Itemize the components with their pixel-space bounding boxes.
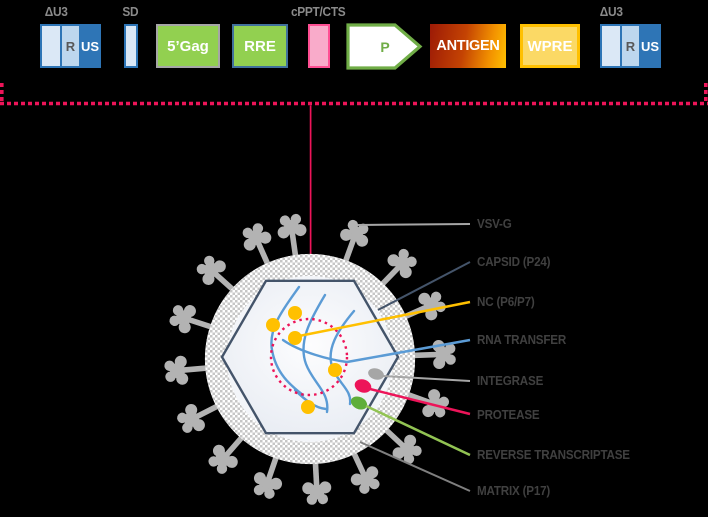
ltr3-u5-box: US — [639, 24, 661, 68]
nc-dot — [301, 400, 315, 414]
ltr3-du3-label: ΔU3 — [599, 5, 623, 19]
label-capsid-p24: CAPSID (P24) — [477, 255, 551, 269]
callout-line-vsv-g — [357, 223, 471, 226]
capsid-hexagon — [220, 279, 400, 435]
callout-line-integrase — [382, 375, 471, 382]
ltr5-du3-label: ΔU3 — [44, 5, 68, 19]
protease-shape — [354, 379, 372, 393]
callout-line-matrix — [359, 441, 471, 492]
wpre-box: WPRE — [520, 24, 580, 68]
rna-strand — [270, 285, 305, 397]
nc-dot — [288, 306, 302, 320]
reverse-transcriptase-shape — [350, 396, 368, 410]
ltr5-block: R US — [40, 24, 101, 68]
nc-dot — [328, 363, 342, 377]
antigen-box: ANTIGEN — [430, 24, 506, 68]
virion-envelope-ring — [205, 254, 415, 464]
rna-strand — [281, 338, 349, 364]
promoter-arrow: P — [346, 23, 423, 70]
label-rna-transfer: RNA TRANSFER — [477, 333, 567, 347]
rre-box: RRE — [232, 24, 288, 68]
label-integrase: INTEGRASE — [477, 374, 544, 388]
label-protease: PROTEASE — [477, 408, 540, 422]
label-nc-p6-p7: NC (P6/P7) — [477, 295, 535, 309]
ltr5-u5-box: US — [79, 24, 101, 68]
ltr3-block: R US — [600, 24, 661, 68]
label-matrix-p17: MATRIX (P17) — [477, 484, 551, 498]
rna-strand — [302, 293, 329, 414]
callout-line-nc — [293, 300, 471, 339]
nc-dot — [266, 318, 280, 332]
label-reverse-transcriptase: REVERSE TRANSCRIPTASE — [477, 448, 630, 462]
rna-transfer-dotted-circle — [269, 317, 349, 397]
callout-line-protease — [369, 387, 471, 416]
cppt-cts-label: cPPT/CTS — [290, 5, 346, 19]
integrase-shape — [368, 368, 384, 380]
callout-line-capsid — [377, 261, 471, 311]
label-vsv-g: VSV-G — [477, 217, 512, 231]
cppt-box — [308, 24, 330, 68]
promoter-arrow-shape — [346, 23, 423, 70]
sd-label: SD — [122, 5, 139, 19]
splice-donor-box — [124, 24, 138, 68]
promoter-label: P — [380, 39, 389, 55]
nc-proteins — [266, 306, 342, 414]
callout-line-rna-transfer — [346, 338, 471, 364]
gag-box: 5’Gag — [156, 24, 220, 68]
callout-line-reverse-transcriptase — [365, 404, 471, 457]
